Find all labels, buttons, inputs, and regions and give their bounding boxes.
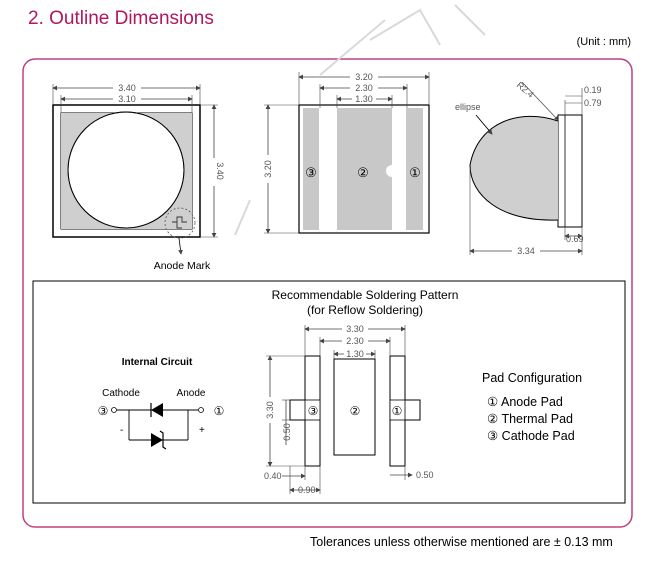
side-dim-334: 3.34 xyxy=(517,246,535,256)
bottom-pad-num-2: ② xyxy=(357,165,369,180)
solder-pad-num-2: ② xyxy=(350,404,361,418)
bottom-center-pad: 1.30 xyxy=(355,94,373,104)
section-title: 2. Outline Dimensions xyxy=(28,8,214,29)
outer-frame xyxy=(22,58,633,528)
circuit-anode-label: Anode xyxy=(177,388,206,399)
pad-config-item-thermal: ② Thermal Pad xyxy=(487,412,573,426)
bottom-view: ③ ② ① 3.20 2.30 1.30 3.20 xyxy=(263,71,430,234)
tolerance-note: Tolerances unless otherwise mentioned ar… xyxy=(310,535,613,549)
circuit-cathode-num: ③ xyxy=(98,404,109,418)
solder-dim-090: 0.90 xyxy=(298,485,316,495)
anode-mark-label: Anode Mark xyxy=(154,260,211,272)
solder-dim-050-v: 0.50 xyxy=(282,423,292,441)
ellipse-label: ellipse xyxy=(455,102,481,112)
circuit-title: Internal Circuit xyxy=(122,357,193,368)
bottom-pad-3 xyxy=(303,108,319,230)
side-view-dome xyxy=(469,115,559,221)
side-view: 0.19 0.79 0.69 3.34 R2.4 ellipse xyxy=(455,80,602,256)
solder-pad-3 xyxy=(304,399,321,421)
anode-mark-circle xyxy=(164,207,196,239)
zener-diode-symbol xyxy=(151,433,163,447)
top-width-outer: 3.40 xyxy=(118,83,136,93)
side-radius: R2.4 xyxy=(515,80,536,100)
bottom-width-outer: 3.20 xyxy=(355,72,373,82)
bottom-pad-2 xyxy=(337,108,392,230)
soldering-pattern: ③ ② ① 3.30 2.30 1.30 3.30 0.50 0.40 xyxy=(264,323,434,495)
circuit-minus: - xyxy=(120,425,123,436)
pad-config-item-cathode: ③ Cathode Pad xyxy=(487,429,575,443)
pad-config-item-anode: ① Anode Pad xyxy=(487,395,563,409)
top-view: 3.40 3.10 3.40 Anode Mark xyxy=(52,82,225,272)
solder-dim-050-h: 0.50 xyxy=(416,470,434,480)
solder-dim-330-v: 3.30 xyxy=(265,401,275,419)
bottom-pad-num-3: ③ xyxy=(305,165,317,180)
bottom-pad-span: 2.30 xyxy=(355,83,373,93)
circuit-cathode-label: Cathode xyxy=(102,388,140,399)
solder-dim-330-h: 3.30 xyxy=(346,324,364,334)
top-view-lens-outline xyxy=(67,111,185,229)
solder-thermal-pad xyxy=(333,358,376,456)
lower-box xyxy=(32,280,626,504)
solder-pad-num-1: ① xyxy=(392,404,403,418)
solder-dim-130: 1.30 xyxy=(346,349,364,359)
solder-pad-1 xyxy=(389,399,406,421)
soldering-title-line1: Recommendable Soldering Pattern xyxy=(272,288,459,302)
solder-dim-040: 0.40 xyxy=(264,471,282,481)
pad-configuration: Pad Configuration ① Anode Pad ② Thermal … xyxy=(482,371,582,443)
top-width-inner: 3.10 xyxy=(118,94,136,104)
side-dim-019: 0.19 xyxy=(584,85,602,95)
side-view-base xyxy=(557,114,583,228)
side-dim-079: 0.79 xyxy=(584,98,602,108)
led-diode-symbol xyxy=(151,403,163,417)
internal-circuit: Internal Circuit Cathode Anode ③ ① - + xyxy=(98,357,225,450)
anode-mark-symbol xyxy=(172,216,187,229)
top-view-lens xyxy=(67,111,185,229)
bottom-notch xyxy=(386,165,398,177)
circuit-anode-num: ① xyxy=(214,404,225,418)
top-height: 3.40 xyxy=(215,162,225,180)
side-dim-069: 0.69 xyxy=(566,234,584,244)
top-view-body xyxy=(52,104,201,238)
bottom-pad-1 xyxy=(406,108,423,230)
pad-config-title: Pad Configuration xyxy=(482,371,582,385)
bottom-pad-num-1: ① xyxy=(409,165,421,180)
bottom-height: 3.20 xyxy=(263,160,273,178)
circuit-plus: + xyxy=(199,425,205,436)
solder-dim-230: 2.30 xyxy=(346,336,364,346)
soldering-title-line2: (for Reflow Soldering) xyxy=(307,303,423,317)
unit-label: (Unit : mm) xyxy=(576,36,631,48)
solder-pad-num-3: ③ xyxy=(308,404,319,418)
